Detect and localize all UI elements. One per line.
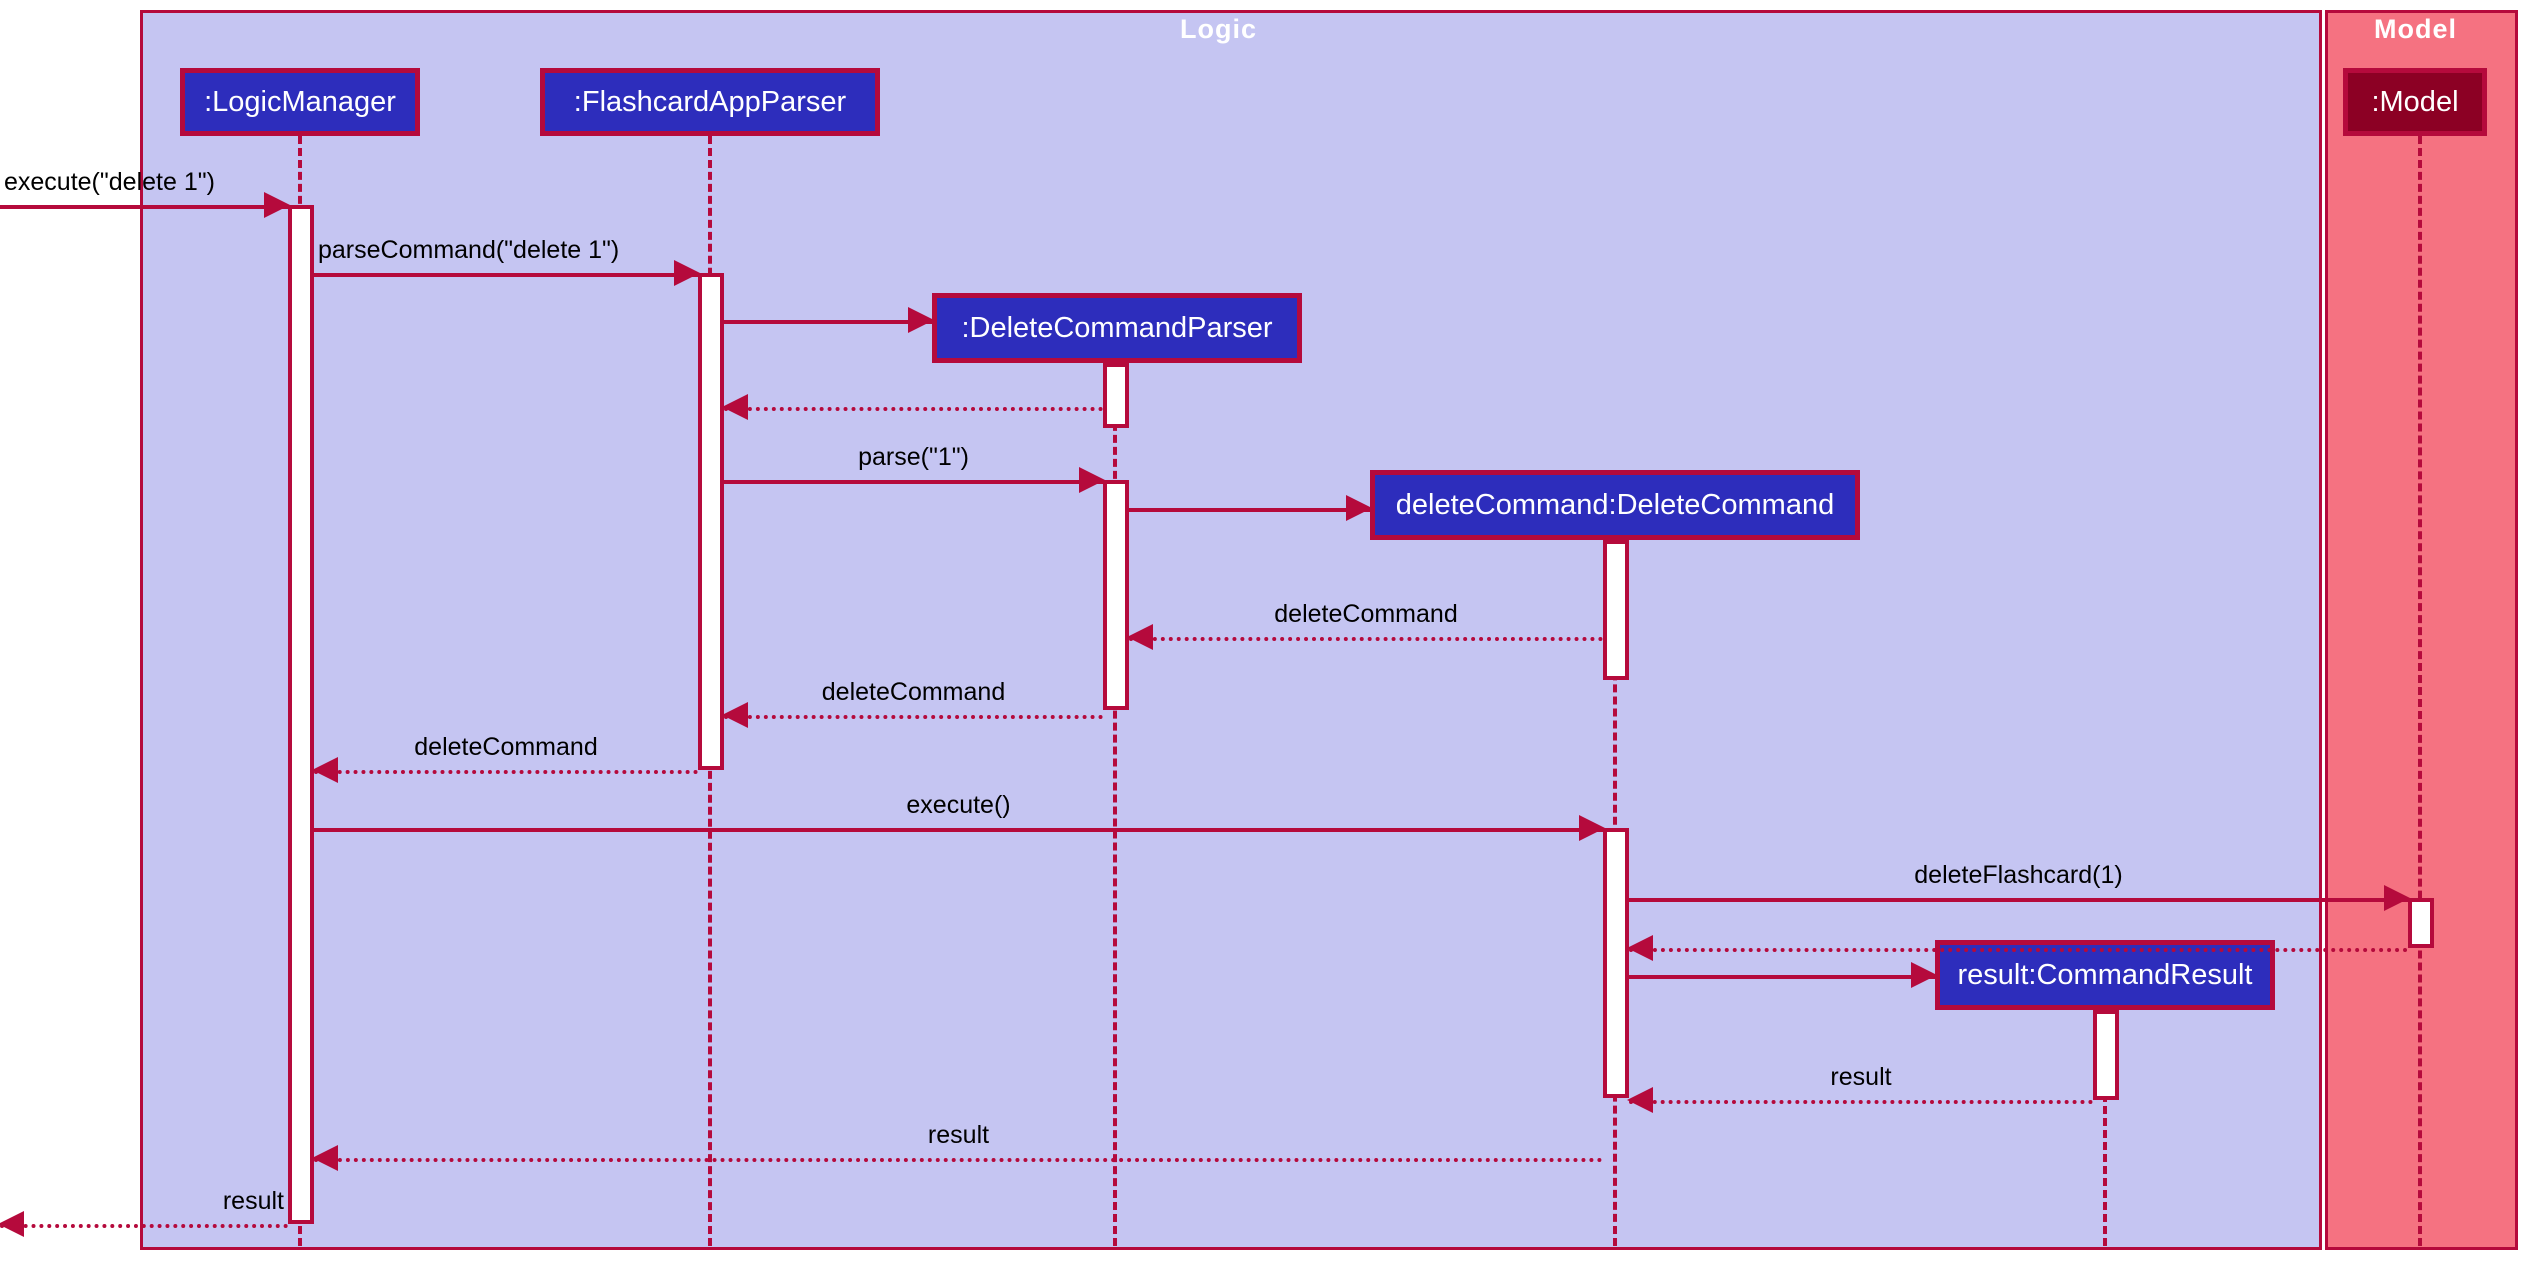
message-label: result — [222, 1187, 284, 1215]
lifeline-commandresult — [2103, 1010, 2107, 1246]
message-line — [1629, 898, 2408, 902]
message-label: result — [927, 1121, 990, 1149]
message-line — [724, 320, 932, 324]
participant-deletecommandparser[interactable]: :DeleteCommandParser — [932, 293, 1302, 363]
participant-model[interactable]: :Model — [2343, 68, 2487, 136]
lifeline-model — [2418, 136, 2422, 1246]
arrowhead-right-icon — [1346, 495, 1372, 521]
partition-logic — [140, 10, 2322, 1250]
arrowhead-left-icon — [722, 394, 748, 420]
message-line — [0, 1224, 288, 1228]
arrowhead-left-icon — [0, 1211, 24, 1237]
arrowhead-left-icon — [312, 1145, 338, 1171]
message-line — [724, 715, 1103, 719]
message-line — [1629, 948, 2408, 952]
arrowhead-right-icon — [264, 192, 290, 218]
arrowhead-right-icon — [1911, 962, 1937, 988]
participant-deletecommand[interactable]: deleteCommand:DeleteCommand — [1370, 470, 1860, 540]
act-model — [2408, 898, 2434, 948]
message-line — [724, 480, 1103, 484]
arrowhead-left-icon — [312, 757, 338, 783]
message-line — [1129, 508, 1370, 512]
message-line — [314, 1158, 1603, 1162]
partition-title-model: Model — [2374, 14, 2457, 44]
arrowhead-right-icon — [674, 260, 700, 286]
act-deletecommandparser — [1103, 363, 1129, 428]
participant-logicmanager[interactable]: :LogicManager — [180, 68, 420, 136]
arrowhead-left-icon — [722, 702, 748, 728]
arrowhead-right-icon — [1579, 815, 1605, 841]
arrowhead-left-icon — [1627, 935, 1653, 961]
message-line — [1129, 637, 1603, 641]
message-line — [0, 205, 288, 209]
arrowhead-right-icon — [2384, 885, 2410, 911]
act-flashcardappparser — [698, 273, 724, 770]
lifeline-deletecommandparser — [1113, 363, 1117, 1246]
act-deletecommand — [1603, 540, 1629, 680]
message-label: deleteFlashcard(1) — [1914, 861, 2123, 889]
message-line — [1629, 1100, 2093, 1104]
message-label: execute() — [906, 791, 1011, 819]
act-logicmanager — [288, 205, 314, 1224]
message-label: deleteCommand — [821, 678, 1006, 706]
message-line — [314, 273, 698, 277]
arrowhead-right-icon — [908, 307, 934, 333]
act-commandresult — [2093, 1010, 2119, 1100]
partition-title-logic: Logic — [1180, 14, 1257, 44]
act-deletecommand2 — [1603, 828, 1629, 1098]
act-deletecommandparser2 — [1103, 480, 1129, 710]
arrowhead-right-icon — [1079, 467, 1105, 493]
message-label: parse("1") — [858, 443, 969, 471]
message-label: result — [1830, 1063, 1892, 1091]
message-label: execute("delete 1") — [4, 168, 215, 196]
message-label: deleteCommand — [414, 733, 598, 761]
arrowhead-left-icon — [1627, 1087, 1653, 1113]
message-line — [314, 828, 1603, 832]
message-line — [314, 770, 698, 774]
participant-flashcardappparser[interactable]: :FlashcardAppParser — [540, 68, 880, 136]
message-line — [724, 407, 1103, 411]
message-label: parseCommand("delete 1") — [318, 236, 620, 264]
arrowhead-left-icon — [1127, 624, 1153, 650]
message-label: deleteCommand — [1274, 600, 1458, 628]
message-line — [1629, 975, 1935, 979]
